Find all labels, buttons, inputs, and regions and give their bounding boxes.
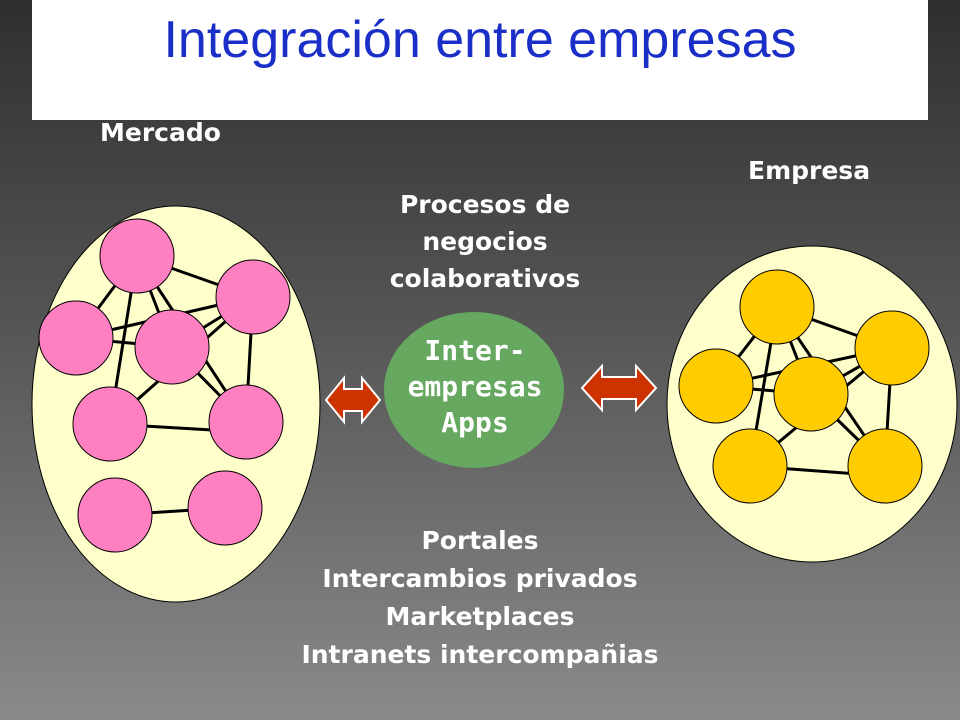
procesos-line-1: Procesos de <box>399 190 571 219</box>
procesos-line-3: colaborativos <box>389 264 581 293</box>
mercado-node-6 <box>208 384 284 460</box>
bottom-item-portales: Portales <box>421 526 539 555</box>
mercado-node-2 <box>215 259 291 335</box>
bottom-item-intranets: Intranets intercompañias <box>301 640 659 669</box>
center-node <box>384 312 564 468</box>
empresa-node-1 <box>739 269 815 345</box>
procesos-line-2: negocios <box>422 227 548 256</box>
empresa-node-4 <box>773 356 849 432</box>
empresa-node-5 <box>712 428 788 504</box>
empresa-label: Empresa <box>748 156 871 185</box>
right-double-arrow-icon <box>580 363 658 413</box>
bottom-item-marketplaces: Marketplaces <box>385 602 575 631</box>
bottom-item-intercambios: Intercambios privados <box>322 564 638 593</box>
center-line-2: empresas <box>407 370 543 403</box>
mercado-node-8 <box>187 470 263 546</box>
center-node-label: Inter- empresas Apps <box>385 333 565 441</box>
mercado-label: Mercado <box>100 118 221 147</box>
empresa-node-6 <box>847 428 923 504</box>
procesos-label: Procesos de negocios colaborativos <box>365 186 605 297</box>
mercado-node-4 <box>134 309 210 385</box>
empresa-node-2 <box>854 310 930 386</box>
empresa-node-3 <box>678 348 754 424</box>
page-title: Integración entre empresas <box>163 11 797 69</box>
mercado-node-1 <box>99 218 175 294</box>
mercado-node-5 <box>72 386 148 462</box>
mercado-node-7 <box>77 477 153 553</box>
bottom-list: Portales Intercambios privados Marketpla… <box>260 522 700 674</box>
mercado-nodes <box>38 218 291 553</box>
empresa-nodes <box>678 269 930 504</box>
title-box: Integración entre empresas <box>32 0 928 120</box>
center-line-1: Inter- <box>424 334 526 367</box>
left-double-arrow-icon <box>324 375 382 425</box>
mercado-node-3 <box>38 300 114 376</box>
center-line-3: Apps <box>441 406 509 439</box>
